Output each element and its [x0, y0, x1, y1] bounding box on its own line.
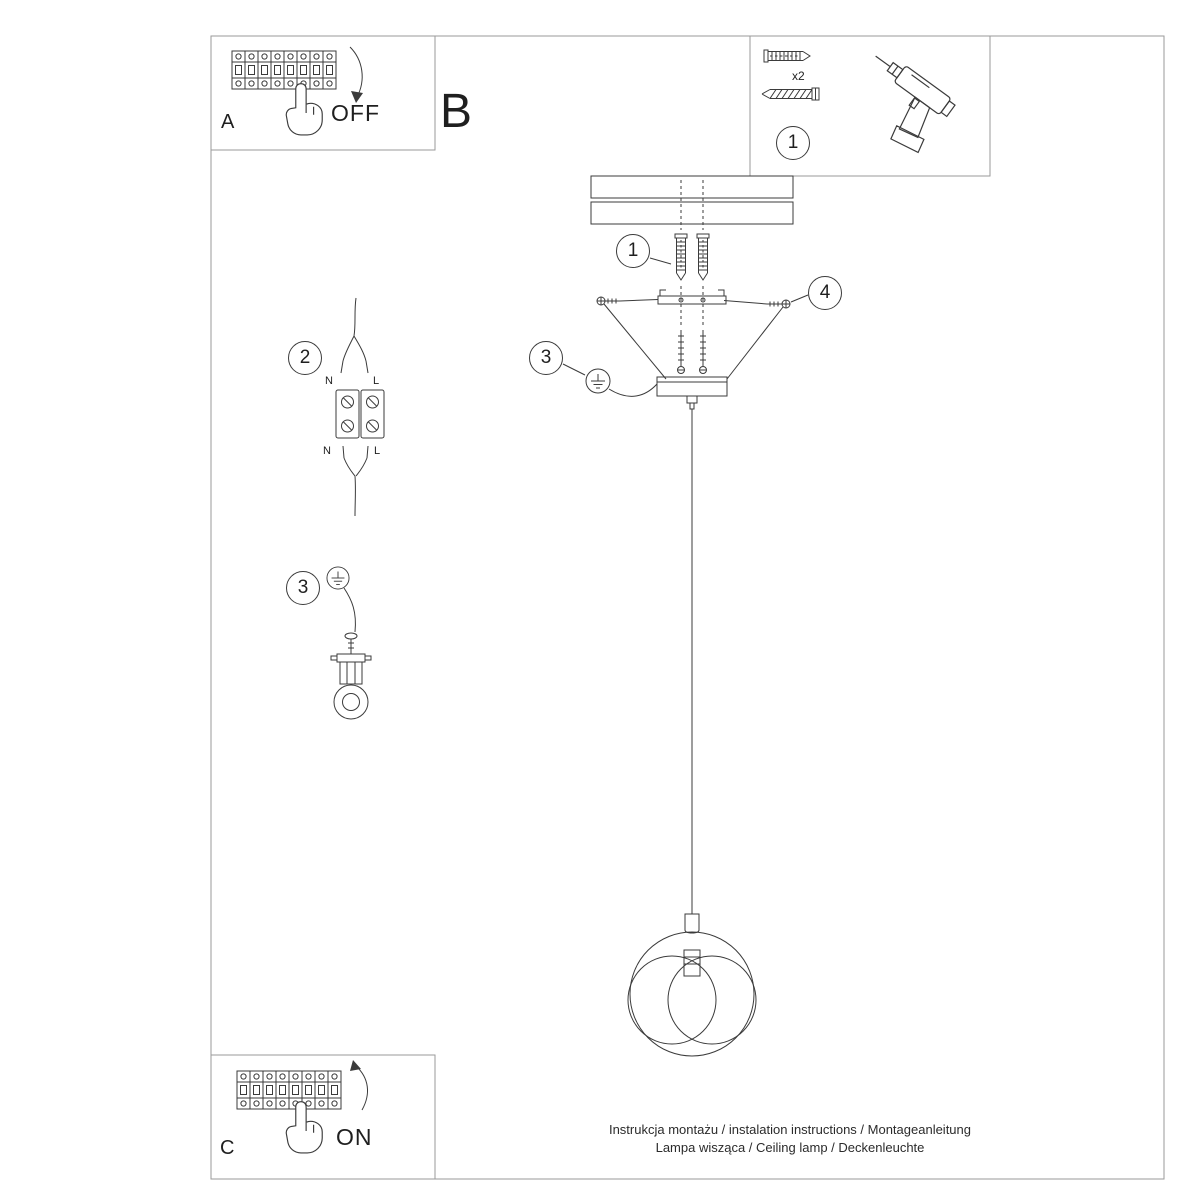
page-frame: [210, 35, 1165, 1180]
callout-screws-4: 4: [808, 276, 842, 310]
callout-anchors-1: 1: [616, 234, 650, 268]
line-label-bottom: L: [374, 445, 381, 457]
neutral-label-bottom: N: [323, 445, 331, 457]
panel-c-illustration: [236, 1060, 368, 1154]
wiring-detail: [335, 297, 385, 517]
arrow-off-icon: [349, 46, 363, 98]
footer-line-1: Instrukcja montażu / instalation instruc…: [608, 1122, 972, 1137]
power-off-label: OFF: [331, 100, 380, 126]
callout-leader: [562, 363, 586, 376]
callout-leader: [790, 294, 809, 303]
callout-tools-1: 1: [776, 126, 810, 160]
pendant-lamp: [627, 409, 757, 1057]
callout-ground-detail-3: 3: [286, 571, 320, 605]
line-label-top: L: [373, 375, 380, 387]
callout-wiring-2: 2: [288, 341, 322, 375]
canopy-assembly: [562, 286, 784, 410]
footer-text: Instrukcja montażu / instalation instruc…: [560, 1121, 1020, 1156]
footer-line-2: Lampa wisząca / Ceiling lamp / Deckenleu…: [655, 1139, 925, 1155]
anchor-plugs: [649, 233, 710, 281]
panel-a-illustration: [231, 46, 363, 136]
panel-a-label: A: [221, 111, 235, 133]
callout-ground-3: 3: [529, 341, 563, 375]
mounting-bracket: [596, 289, 809, 309]
ground-wire: [608, 383, 658, 397]
ceiling-board: [590, 175, 794, 230]
panel-c-label: C: [220, 1137, 235, 1159]
ground-clamp-detail: [326, 566, 372, 720]
section-b-label: B: [440, 85, 473, 138]
neutral-label-top: N: [325, 375, 333, 387]
anchor-quantity-label: x2: [792, 69, 805, 83]
arrow-on-icon: [355, 1065, 368, 1111]
callout-leader: [649, 257, 672, 265]
power-on-label: ON: [336, 1124, 373, 1150]
